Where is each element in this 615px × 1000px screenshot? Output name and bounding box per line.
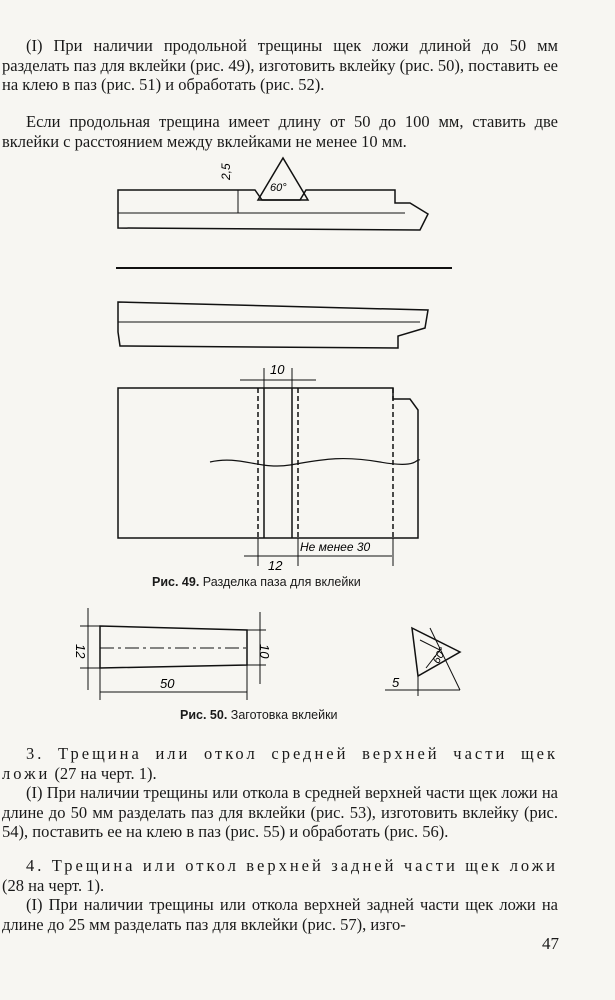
section-4-heading: 4. Трещина или откол верхней задней част… [2,856,558,895]
paragraph-middle-crack: (I) При наличии трещины или откола в сре… [2,783,558,842]
dim-length: 50 [160,676,175,691]
dim-left: 12 [73,644,88,659]
figure-49-caption: Рис. 49. Разделка паза для вклейки [152,575,361,589]
dim-width-bottom: 12 [268,558,283,573]
caption-text: Заготовка вклейки [230,708,338,722]
section-title: 3. Трещина или откол средней верхней час… [2,744,558,783]
dim-right: 10 [257,644,272,659]
caption-label: Рис. 49. [152,575,200,589]
dim-min: Не менее 30 [300,540,371,554]
figure-50-caption: Рис. 50. Заготовка вклейки [180,708,338,722]
dim-width-top: 10 [270,362,285,377]
paragraph-rear-crack: (I) При наличии трещины или откола верхн… [2,895,558,934]
paragraph-crack-longitudinal: (I) При наличии продольной трещины щек л… [2,36,558,95]
caption-text: Разделка паза для вклейки [202,575,361,589]
section-ref: (27 на черт. 1). [54,763,157,783]
paragraph-text: (I) При наличии трещины или откола в сре… [2,783,558,841]
dim-angle: 60° [270,182,287,194]
dim-side: 5 [392,675,400,690]
page-number: 47 [542,934,559,953]
caption-label: Рис. 50. [180,708,228,722]
paragraph-text: (I) При наличии трещины или откола верхн… [2,895,558,934]
paragraph-text: Если продольная трещина имеет длину от 5… [2,112,558,151]
section-ref: (28 на черт. 1). [2,875,105,895]
section-title: 4. Трещина или откол верхней задней част… [26,856,558,875]
section-3-heading: 3. Трещина или откол средней верхней час… [2,744,558,783]
paragraph-two-inserts: Если продольная трещина имеет длину от 5… [2,112,558,151]
dim-depth: 2,5 [219,163,233,181]
paragraph-text: (I) При наличии продольной трещины щек л… [2,36,558,94]
